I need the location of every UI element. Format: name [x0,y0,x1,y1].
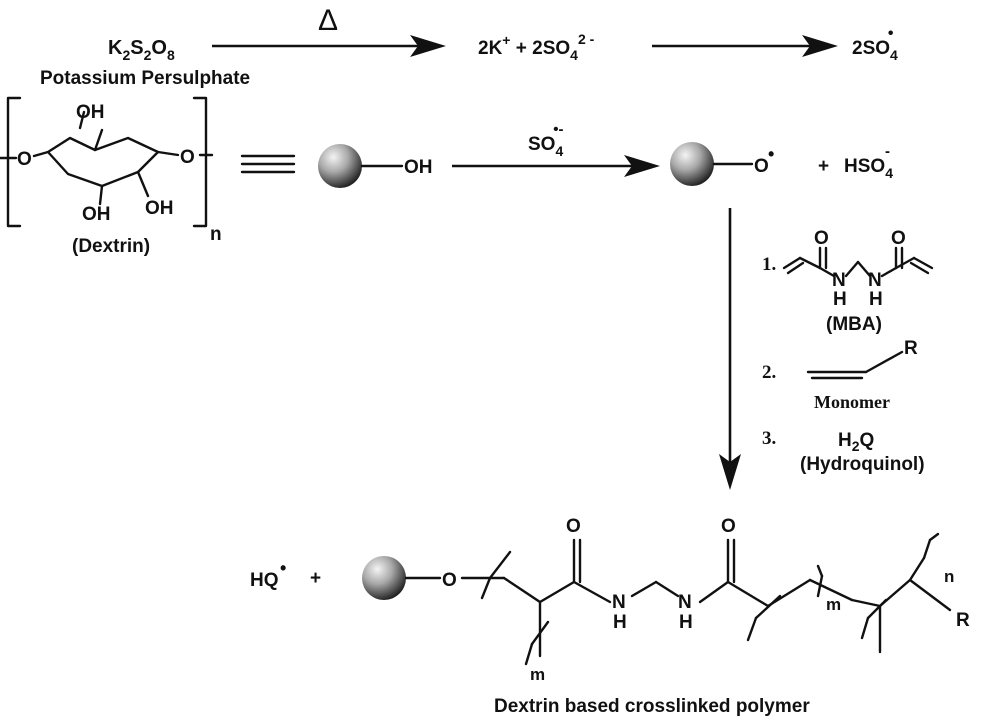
product-n-left: N [612,592,626,613]
hydroquinol-name: (Hydroquinol) [800,454,925,475]
dextrin-o-left: O [17,149,32,170]
step3-number: 3. [762,428,776,449]
polymer-backbone [460,532,952,666]
product-name: Dextrin based crosslinked polymer [494,696,810,717]
ion-products: 2K+ + 2SO42 - [478,31,595,63]
product-h-left: H [613,612,627,633]
mba-structure [782,246,934,278]
mba-n-right: N [868,270,882,291]
persulphate-name: Potassium Persulphate [40,68,250,89]
h2q-formula: H2Q [838,430,874,454]
dextrin-subscript-n: n [210,224,222,245]
subscript-m-left: m [530,665,545,684]
persulphate-formula: K2S2O8 [108,37,175,63]
monomer-r-group: R [904,338,918,359]
heat-arrow [212,35,446,57]
ether-o-label: O [442,570,457,591]
alkoxy-o-label: O [754,156,769,177]
plus-sign-row2: + [818,156,829,177]
sulfate-radical: 2SO4• [852,25,898,63]
polymerization-arrow [719,208,741,490]
dextrin-oh-top: OH [76,102,105,123]
radical-sphere-icon [670,142,714,186]
hq-radical-dot: • [280,558,286,578]
product-sphere-icon [362,556,406,600]
dextrin-oh-bottom-right: OH [145,198,174,219]
product-r-group: R [956,610,970,631]
carbonyl-o-right: O [721,516,736,537]
plus-sign-product: + [310,568,321,589]
alkoxy-radical-dot: • [768,144,774,164]
step2-number: 2. [762,362,776,383]
k2s2o8-label: K2S2O8 [108,37,175,63]
arrow-reagent-so4: SO4•- [528,121,564,159]
mba-h-left: H [833,289,847,310]
hso4-label: HSO4- [844,143,893,181]
mba-name: (MBA) [826,314,882,335]
mba-h-right: H [869,289,883,310]
mba-o-left: O [814,228,829,249]
monomer-name: Monomer [814,392,890,412]
step1-number: 1. [762,254,776,275]
heat-symbol: Δ [318,4,338,37]
carbonyl-o-left: O [566,516,581,537]
abstraction-arrow [452,155,660,177]
mba-o-right: O [891,228,906,249]
product-h-right: H [679,612,693,633]
hq-label: HQ [250,570,279,591]
monomer-structure [806,350,904,380]
dextrin-name: (Dextrin) [72,236,150,257]
subscript-m-right: m [826,595,841,614]
dextrin-oh-bottom-left: OH [82,204,111,225]
dextrin-o-right: O [180,147,195,168]
dextrin-sphere-icon [318,144,362,188]
dextrin-structure [0,96,214,228]
product-n-right: N [678,592,692,613]
radical-arrow [652,35,838,57]
equivalence-symbol [240,154,296,174]
hydroxyl-label: OH [404,157,433,178]
subscript-n: n [944,567,954,586]
mba-n-left: N [832,270,846,291]
